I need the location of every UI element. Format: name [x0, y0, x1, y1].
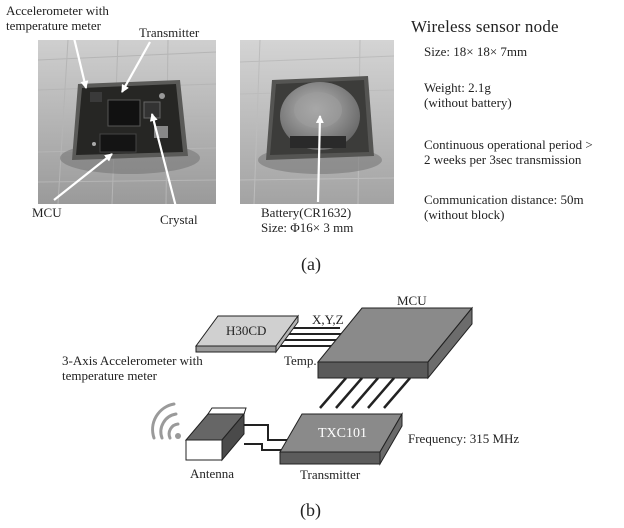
battery-image: [240, 40, 394, 204]
mcu-label: MCU: [397, 293, 427, 308]
crystal-arrow: [149, 113, 178, 208]
spec-weight-line-1: Weight: 2.1g: [424, 80, 491, 95]
caption-b: (b): [300, 500, 321, 520]
mcu-arrow: [53, 153, 113, 201]
antenna-label: Antenna: [190, 466, 235, 481]
battery-arrow: [315, 115, 324, 203]
caption-a: (a): [301, 254, 321, 274]
spec-operation-line-2: 2 weeks per 3sec transmission: [424, 152, 582, 167]
mcu-block: [316, 306, 474, 380]
spec-operation-period: Continuous operational period > 2 weeks …: [424, 137, 593, 167]
spec-distance-line-2: (without block): [424, 207, 505, 222]
battery-size-callout: Size: Φ16× 3 mm: [261, 220, 354, 235]
spec-size: Size: 18× 18× 7mm: [424, 44, 527, 59]
frequency-label: Frequency: 315 MHz: [408, 431, 520, 446]
spec-weight-line-2: (without battery): [424, 95, 512, 110]
xyz-label: X,Y,Z: [312, 312, 344, 327]
antenna-block: [184, 407, 247, 462]
spec-size-line: Size: 18× 18× 7mm: [424, 44, 528, 59]
temp-label: Temp.: [284, 353, 317, 368]
mcu-callout: MCU: [32, 205, 62, 220]
spec-operation-line-1: Continuous operational period >: [424, 137, 593, 152]
accelerometer-callout: Accelerometer with temperature meter: [6, 3, 109, 33]
transmitter-callout: Transmitter: [139, 25, 200, 40]
accelerometer-callout-line-2: temperature meter: [6, 18, 101, 33]
spec-weight: Weight: 2.1g (without battery): [424, 80, 512, 110]
battery-callout: Battery(CR1632) Size: Φ16× 3 mm: [261, 205, 353, 235]
accelerometer-chip: [195, 314, 299, 354]
wireless-signal-icon: [151, 402, 181, 440]
accelerometer-arrow: [72, 37, 89, 89]
accelerometer-chip-label: H30CD: [226, 323, 267, 338]
spec-title: Wireless sensor node: [411, 17, 559, 36]
accelerometer-callout-line-1: Accelerometer with: [6, 3, 109, 18]
accelerometer-description: 3-Axis Accelerometer with temperature me…: [62, 353, 203, 383]
spec-communication-distance: Communication distance: 50m (without blo…: [424, 192, 584, 222]
mcu-transmitter-wires: [319, 377, 411, 409]
transmitter-block: [279, 412, 403, 466]
crystal-callout: Crystal: [160, 212, 198, 227]
battery-callout-line-1: Battery(CR1632): [261, 205, 352, 220]
accelerometer-description-line-2: temperature meter: [62, 368, 157, 383]
spec-distance-line-1: Communication distance: 50m: [424, 192, 584, 207]
battery-photo: [240, 40, 394, 204]
transmitter-arrow: [121, 41, 151, 93]
accelerometer-description-line-1: 3-Axis Accelerometer with: [62, 353, 203, 368]
transmitter-label: Transmitter: [300, 467, 361, 482]
transmitter-chip-label: TXC101: [318, 426, 367, 441]
